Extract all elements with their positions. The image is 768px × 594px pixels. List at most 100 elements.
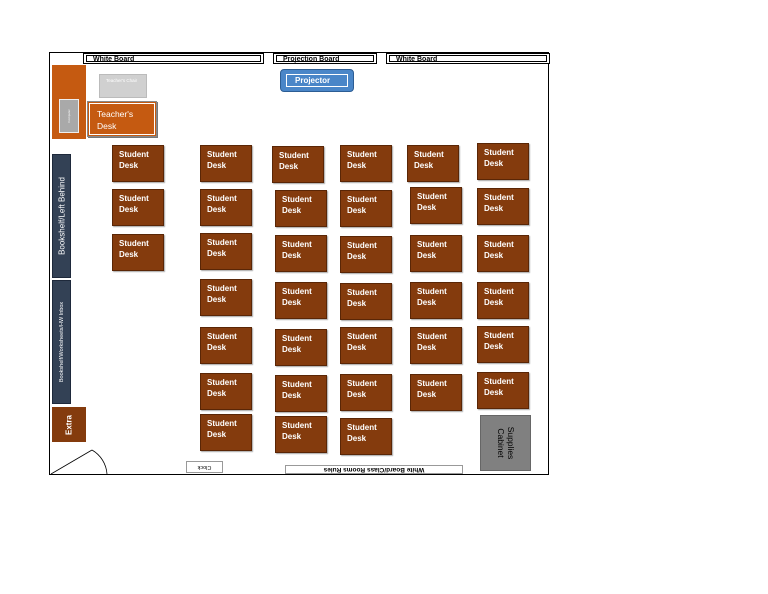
student-desk-label: Desk — [347, 390, 367, 399]
top-left-whiteboard-label: White Board — [86, 55, 261, 63]
bookshelf-worksheets-hw-inbox: Bookshelf/Worksheets/HW Inbox — [52, 280, 71, 404]
student-desk-label: Desk — [207, 343, 227, 352]
student-desk-label: Student — [417, 379, 447, 388]
projection-board-label: Projection Board — [276, 55, 374, 63]
teachers-desk-label: Teacher's Desk — [89, 103, 155, 135]
student-desk-label: Desk — [347, 299, 367, 308]
bookshelf-left-behind: Bookshelf/Left Behind — [52, 154, 71, 278]
student-desk-label: Student — [207, 332, 237, 341]
student-desk-label: Desk — [119, 250, 139, 259]
student-desk-label: Desk — [484, 298, 504, 307]
student-desk-label: Student — [282, 195, 312, 204]
projector-label: Projector — [286, 74, 348, 87]
student-desk-label: Student — [119, 150, 149, 159]
extra-cabinet: Extra — [52, 407, 86, 442]
student-desk-label: Student — [484, 287, 514, 296]
student-desk-label: Student — [347, 241, 377, 250]
student-desk-label: Student — [484, 240, 514, 249]
student-desk-label: Desk — [119, 161, 139, 170]
student-desk-label: Desk — [282, 345, 302, 354]
student-desk-label: Desk — [484, 159, 504, 168]
student-desk-label: Desk — [417, 203, 437, 212]
door-swing — [50, 449, 108, 475]
student-desk-label: Student — [282, 334, 312, 343]
student-desk-label: Student — [347, 379, 377, 388]
student-desk-label: Desk — [417, 343, 437, 352]
student-desk-label: Desk — [207, 161, 227, 170]
projector: Projector — [280, 69, 354, 92]
student-desk-label: Student — [347, 195, 377, 204]
student-desk-label: Desk — [282, 298, 302, 307]
student-desk-label: Desk — [282, 206, 302, 215]
student-desk-label: Student — [417, 192, 447, 201]
student-desk-label: Desk — [347, 434, 367, 443]
student-desk-label: Student — [417, 240, 447, 249]
student-desk-label: Student — [207, 150, 237, 159]
student-desk-label: Desk — [207, 430, 227, 439]
student-desk-label: Student — [414, 150, 444, 159]
student-desk-label: Desk — [484, 388, 504, 397]
student-desk-label: Desk — [207, 389, 227, 398]
student-desk-label: Desk — [282, 251, 302, 260]
student-desk-label: Desk — [119, 205, 139, 214]
student-desk-label: Desk — [207, 249, 227, 258]
student-desk-label: Student — [282, 421, 312, 430]
teachers-chair: Teacher's Chair — [99, 74, 147, 98]
student-desk-label: Desk — [347, 206, 367, 215]
student-desk-label: Student — [347, 150, 377, 159]
student-desk-label: Student — [417, 287, 447, 296]
student-desk-label: Student — [484, 331, 514, 340]
top-right-whiteboard: White Board — [386, 53, 550, 64]
student-desk-label: Desk — [417, 390, 437, 399]
student-desk-label: Student — [347, 423, 377, 432]
student-desk-label: Student — [279, 151, 309, 160]
student-desk-label: Student — [417, 332, 447, 341]
student-desk-label: Student — [207, 238, 237, 247]
top-left-whiteboard: White Board — [83, 53, 264, 64]
supplies-cabinet: Supplies Cabinet — [480, 415, 531, 471]
teachers-desk: Teacher's Desk — [87, 101, 157, 137]
student-desk-label: Student — [119, 194, 149, 203]
student-desk-label: Desk — [347, 343, 367, 352]
student-desk-label: Desk — [282, 391, 302, 400]
student-desk-label: Student — [347, 332, 377, 341]
student-desk-label: Desk — [484, 251, 504, 260]
student-desk-label: Desk — [207, 205, 227, 214]
student-desk-label: Desk — [207, 295, 227, 304]
student-desk-label: Student — [484, 148, 514, 157]
teachers-chair-label: Teacher's Chair — [106, 78, 138, 83]
student-desk-label: Student — [119, 239, 149, 248]
student-desk-label: Student — [484, 193, 514, 202]
projection-board: Projection Board — [273, 53, 377, 64]
student-desk-label: Student — [207, 419, 237, 428]
student-desk-label: Desk — [414, 161, 434, 170]
student-desk-label: Student — [282, 287, 312, 296]
student-desk-label: Student — [207, 378, 237, 387]
